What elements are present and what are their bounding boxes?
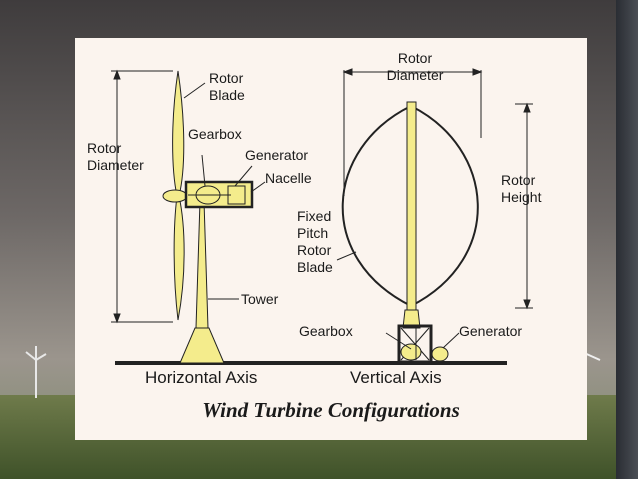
wind-turbine-diagram [111,68,533,365]
v-rotor-shaft [406,101,417,311]
vertical-axis-turbine [336,101,479,364]
label-h-nacelle: Nacelle [265,170,312,186]
label-v-gearbox: Gearbox [299,323,353,339]
diagram-caption: Wind Turbine Configurations [202,398,460,422]
label-horizontal-axis: Horizontal Axis [145,368,258,387]
label-h-tower: Tower [241,291,279,307]
label-h-rotor-diameter: Rotor Diameter [87,140,144,173]
label-v-generator: Generator [459,323,523,339]
label-v-rotor-height: Rotor Height [501,172,542,205]
horizontal-axis-turbine [162,70,266,364]
h-hub [162,189,188,203]
v-gearbox-frame [397,324,433,364]
label-v-rotor-diameter: Rotor Diameter [386,50,444,83]
label-vertical-axis: Vertical Axis [350,368,442,387]
background-turbine-left [25,346,47,398]
v-rotor-shaft-base [402,309,421,329]
v-gearbox-shape [400,343,422,361]
h-tower [195,200,209,329]
label-fixed-pitch-rotor-blade: Fixed Pitch Rotor Blade [297,208,333,275]
label-h-generator: Generator [245,147,309,163]
v-generator-shape [431,346,449,362]
diagram-panel: Rotor Blade Gearbox Generator Nacelle Ro… [75,38,587,440]
h-tower-base [179,327,225,364]
label-rotor-blade: Rotor Blade [209,70,245,103]
label-h-gearbox: Gearbox [188,126,242,142]
slide-edge-shadow [616,0,638,479]
